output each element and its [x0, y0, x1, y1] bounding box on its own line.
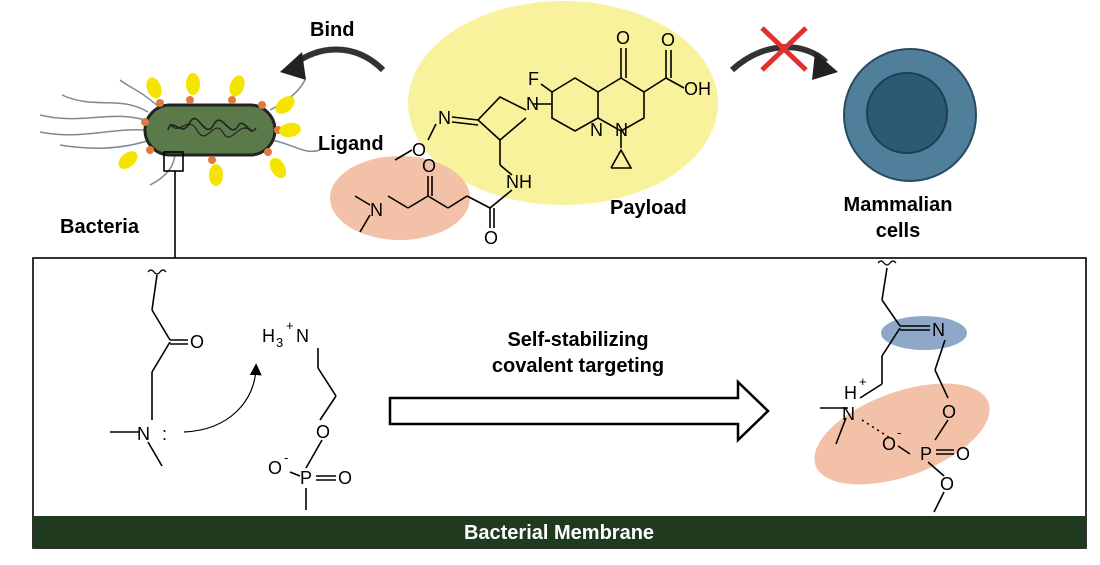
atom-minus-mid: - — [284, 450, 288, 465]
atom-minus-product: - — [897, 425, 901, 440]
phosphoethanolamine — [289, 348, 337, 510]
atom-p-mid: P — [300, 468, 312, 488]
mammalian-label-line2: cells — [876, 220, 920, 242]
bind-label: Bind — [310, 19, 354, 41]
mammalian-label-line1: Mammalian — [844, 194, 953, 216]
atom-o-ketone: O — [616, 28, 630, 48]
atom-n-imine: N — [932, 320, 945, 340]
atom-n1: N — [615, 120, 628, 140]
atom-n-product: N — [842, 404, 855, 424]
atom-o-double-product: O — [956, 444, 970, 464]
atom-o-minus-product: O — [882, 434, 896, 454]
blocked-arrowhead-icon — [812, 52, 838, 80]
atom-nh: NH — [506, 172, 532, 192]
atom-n-oxime: N — [438, 108, 451, 128]
process-label-line2: covalent targeting — [492, 355, 664, 377]
atom-o-oxime: O — [412, 140, 426, 160]
atom-f: F — [528, 69, 539, 89]
atom-h3: H — [262, 326, 275, 346]
atom-o-double: O — [338, 468, 352, 488]
atom-plus-product: + — [859, 374, 867, 389]
product-molecule — [820, 260, 954, 513]
atom-n-mid: N — [296, 326, 309, 346]
atom-sub3: 3 — [276, 335, 283, 350]
ketone-reactant — [110, 269, 262, 467]
ligand-label: Ligand — [318, 133, 384, 155]
bacteria-label: Bacteria — [60, 216, 140, 238]
payload-ellipse — [408, 1, 718, 205]
bacterium-icon — [39, 73, 321, 186]
bind-arrowhead-icon — [280, 52, 306, 80]
atom-n-left: N — [137, 424, 150, 444]
membrane-band — [33, 516, 1086, 548]
atom-p-product: P — [920, 444, 932, 464]
atom-o-ligand: O — [422, 156, 436, 176]
bind-arrow-icon — [291, 46, 386, 73]
atom-o-acid: O — [661, 30, 675, 50]
ligand-ellipse — [330, 156, 470, 240]
atom-n-ligand: N — [370, 200, 383, 220]
imine-highlight — [881, 316, 967, 350]
atom-n-ring: N — [590, 120, 603, 140]
process-label-line1: Self-stabilizing — [507, 329, 648, 351]
payload-label: Payload — [610, 197, 687, 219]
lone-pair-left: : — [162, 424, 167, 444]
atom-n-pyrrolidine: N — [526, 94, 539, 114]
interaction-ellipse — [814, 383, 990, 485]
payload-molecule — [354, 48, 685, 233]
atom-oh: OH — [684, 79, 711, 99]
membrane-label: Bacterial Membrane — [464, 522, 654, 544]
cross-icon — [760, 26, 808, 72]
atom-o-amide: O — [484, 228, 498, 248]
atom-o-ester: O — [316, 422, 330, 442]
mammalian-cell-icon — [843, 48, 977, 182]
atom-o-minus: O — [268, 458, 282, 478]
atom-o-left: O — [190, 332, 204, 352]
atom-h-product: H — [844, 383, 857, 403]
attack-arrow-icon — [183, 363, 262, 433]
atom-o-ester-product: O — [942, 402, 956, 422]
atom-o-bottom-product: O — [940, 474, 954, 494]
atom-plus-mid: + — [286, 318, 294, 333]
process-arrow-icon — [388, 379, 770, 443]
